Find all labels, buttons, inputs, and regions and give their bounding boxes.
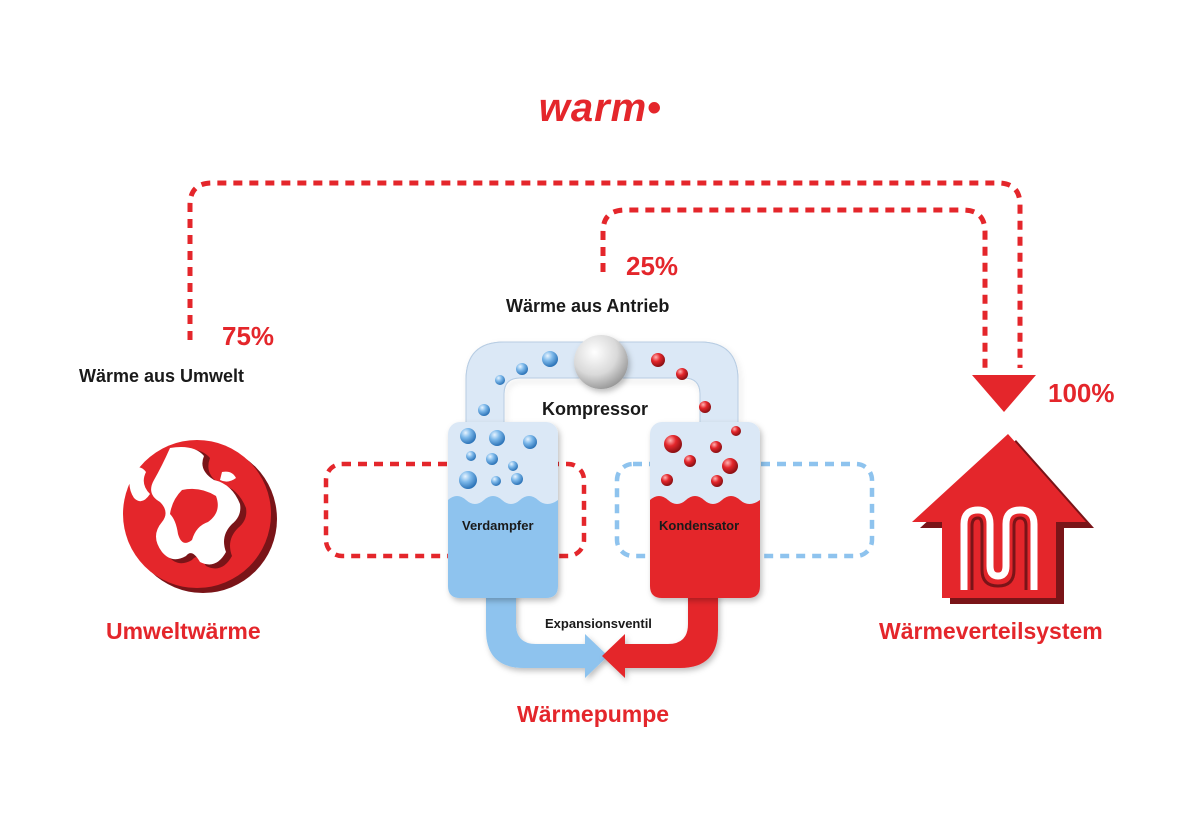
- cold-return-pipe: [486, 592, 608, 678]
- globe-icon: [123, 440, 277, 593]
- evaporator-tank: [448, 422, 558, 598]
- distribution-node-label: Wärmeverteilsystem: [879, 618, 1103, 644]
- environment-flow-line: [187, 180, 1023, 368]
- condenser-exchange-loop: [614, 461, 875, 559]
- total-percentage: 100%: [1048, 378, 1115, 408]
- environment-heat-caption: Wärme aus Umwelt: [79, 366, 245, 386]
- evaporator-label: Verdampfer: [462, 518, 534, 533]
- expansion-valve-label: Expansionsventil: [545, 616, 652, 631]
- drive-flow-line: [600, 207, 988, 368]
- compressor-label: Kompressor: [542, 399, 649, 419]
- house-icon: [912, 434, 1094, 604]
- brand-logo-text: warm: [538, 86, 648, 130]
- condenser-label: Kondensator: [659, 518, 740, 533]
- compressor-ball: [574, 335, 628, 389]
- heat-pump-label: Wärmepumpe: [517, 701, 670, 727]
- hot-vapor-bubbles: [651, 353, 741, 487]
- drive-heat-caption: Wärme aus Antrieb: [506, 296, 670, 316]
- brand-logo-dot: •: [647, 86, 663, 130]
- cold-vapor-bubbles: [459, 351, 558, 489]
- drive-percentage: 25%: [626, 251, 679, 281]
- brand-logo: warm•: [0, 88, 1201, 128]
- environment-percentage: 75%: [222, 321, 275, 351]
- flow-arrow-head: [972, 375, 1036, 412]
- environment-node-label: Umweltwärme: [106, 618, 261, 644]
- hot-return-pipe: [602, 592, 718, 678]
